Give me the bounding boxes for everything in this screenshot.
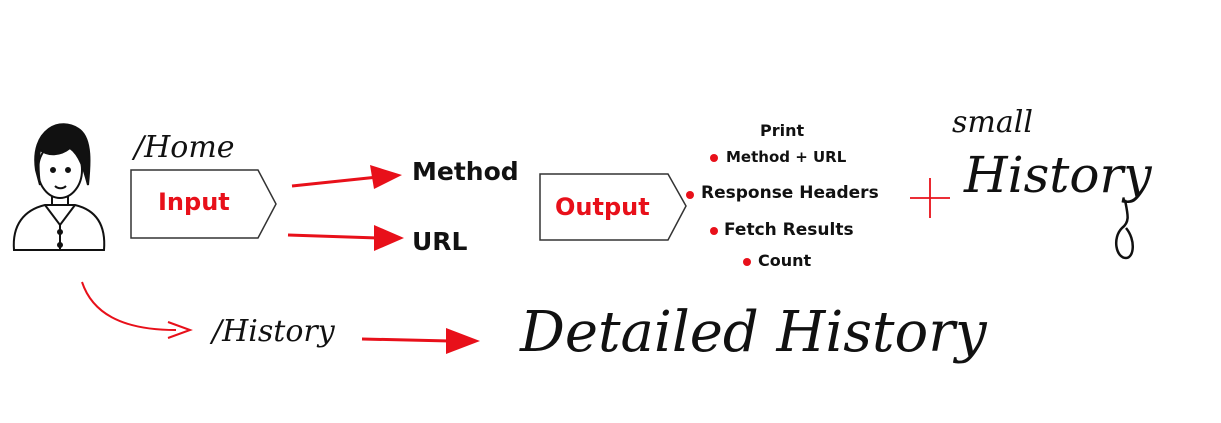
- print-item: Fetch Results: [724, 220, 854, 240]
- bullet-dot: [710, 227, 718, 235]
- arrow-input-to-method: [291, 165, 402, 189]
- history-hook-stroke: [1114, 199, 1134, 260]
- arrow-input-to-url: [287, 225, 404, 251]
- plus-icon: [910, 178, 950, 218]
- route-home-label: /Home: [134, 130, 235, 165]
- output-box: [539, 173, 687, 241]
- output-label: Output: [555, 193, 650, 221]
- small-label: small: [952, 105, 1033, 140]
- bullet-dot: [686, 191, 694, 199]
- input-label: Input: [158, 188, 230, 216]
- input-box: [130, 169, 277, 239]
- arrow-history-to-detailed: [361, 328, 480, 354]
- small-history-label: History: [964, 146, 1152, 204]
- route-history-label: /History: [212, 314, 335, 349]
- detailed-history-label: Detailed History: [520, 300, 987, 365]
- print-item: Count: [758, 251, 812, 270]
- user-avatar: [12, 123, 106, 251]
- print-item: Method + URL: [726, 148, 847, 166]
- arrow-user-to-history: [81, 281, 193, 339]
- print-title: Print: [760, 121, 805, 140]
- method-label: Method: [412, 157, 519, 186]
- bullet-dot: [743, 258, 751, 266]
- url-label: URL: [412, 227, 468, 256]
- bullet-dot: [710, 154, 718, 162]
- print-item: Response Headers: [701, 183, 879, 203]
